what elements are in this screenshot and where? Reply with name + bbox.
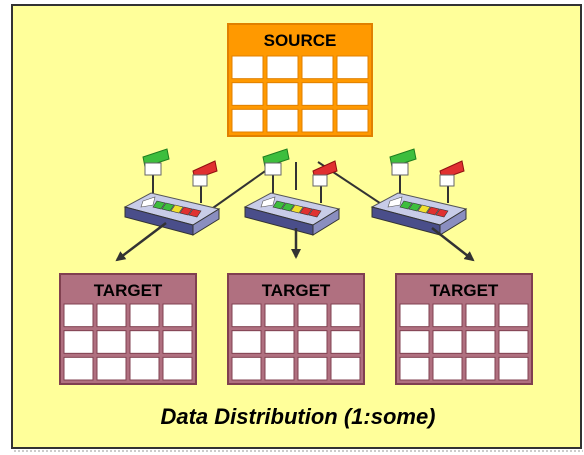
source-table-title: SOURCE	[264, 31, 337, 50]
table-cell	[301, 82, 334, 106]
table-cell	[465, 356, 496, 381]
table-cell	[129, 303, 160, 328]
table-cell	[264, 356, 295, 381]
table-cell	[231, 108, 264, 133]
network-switch-icon	[243, 148, 341, 236]
table-cell	[498, 330, 529, 354]
red-flag-icon	[312, 160, 338, 203]
network-switch-icon	[370, 148, 468, 236]
table-cell	[266, 55, 299, 80]
table-cell	[264, 330, 295, 354]
diagram-caption: Data Distribution (1:some)	[160, 404, 435, 429]
table-cell	[266, 82, 299, 106]
network-switch-icon	[123, 148, 221, 236]
table-cell	[498, 303, 529, 328]
table-cell	[264, 303, 295, 328]
table-cell	[330, 356, 361, 381]
table-cell	[266, 108, 299, 133]
table-cell	[297, 330, 328, 354]
table-cell	[399, 330, 430, 354]
table-cell	[498, 356, 529, 381]
table-cell	[336, 108, 369, 133]
target-arrows	[115, 222, 475, 262]
table-cell	[129, 330, 160, 354]
red-flag-icon	[192, 160, 218, 203]
table-cell	[432, 330, 463, 354]
table-cell	[465, 330, 496, 354]
table-cell	[231, 356, 262, 381]
table-cell	[432, 303, 463, 328]
table-cell	[162, 356, 193, 381]
table-cell	[162, 330, 193, 354]
table-cell	[330, 303, 361, 328]
table-cell	[330, 330, 361, 354]
source-table: SOURCE	[227, 23, 373, 137]
table-cell	[231, 303, 262, 328]
table-cell	[231, 330, 262, 354]
target-table-title: TARGET	[94, 281, 163, 300]
target-table: TARGET	[395, 273, 533, 385]
table-cell	[63, 356, 94, 381]
table-cell	[336, 82, 369, 106]
target-table-title: TARGET	[430, 281, 499, 300]
table-cell	[63, 303, 94, 328]
table-cell	[231, 55, 264, 80]
green-flag-icon	[142, 148, 170, 193]
table-cell	[432, 356, 463, 381]
red-flag-icon	[439, 160, 465, 203]
table-cell	[63, 330, 94, 354]
table-cell	[465, 303, 496, 328]
target-table: TARGET	[227, 273, 365, 385]
table-cell	[301, 108, 334, 133]
table-cell	[162, 303, 193, 328]
table-cell	[297, 356, 328, 381]
table-cell	[336, 55, 369, 80]
target-table-title: TARGET	[262, 281, 331, 300]
table-cell	[297, 303, 328, 328]
table-cell	[399, 356, 430, 381]
table-cell	[129, 356, 160, 381]
table-cell	[231, 82, 264, 106]
green-flag-icon	[389, 148, 417, 193]
table-cell	[96, 330, 127, 354]
target-table: TARGET	[59, 273, 197, 385]
table-cell	[96, 303, 127, 328]
table-cell	[399, 303, 430, 328]
green-flag-icon	[262, 148, 290, 193]
table-cell	[301, 55, 334, 80]
table-cell	[96, 356, 127, 381]
